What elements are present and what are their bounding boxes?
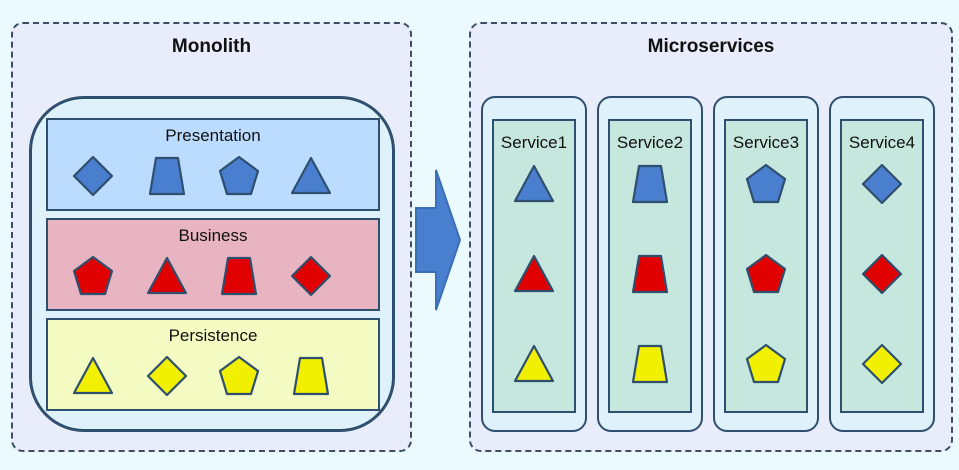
monolith-container: Presentation Business Persistence [29, 96, 395, 432]
pentagon-icon [745, 343, 787, 384]
trapezoid-icon [631, 254, 669, 294]
service4-label: Service4 [848, 133, 916, 152]
diamond-icon [861, 253, 903, 295]
pentagon-icon [72, 255, 114, 296]
persistence-layer: Persistence [46, 318, 380, 411]
pentagon-icon [218, 355, 260, 396]
trapezoid-icon [631, 344, 669, 384]
business-layer: Business [46, 218, 380, 311]
presentation-label: Presentation [165, 126, 261, 145]
triangle-icon [290, 156, 332, 195]
persistence-label: Persistence [168, 326, 258, 345]
service4-container: Service4 [829, 96, 935, 432]
microservices-panel: Microservices Service1 Service2 Service3… [469, 22, 953, 452]
diamond-icon [861, 163, 903, 205]
service1-box: Service1 [492, 119, 576, 413]
monolith-title: Monolith [171, 36, 252, 57]
microservices-title: Microservices [647, 36, 775, 57]
pentagon-icon [218, 155, 260, 196]
service4-box: Service4 [840, 119, 924, 413]
service1-container: Service1 [481, 96, 587, 432]
triangle-icon [513, 254, 555, 293]
triangle-icon [72, 356, 114, 395]
service3-label: Service3 [732, 133, 800, 152]
service3-box: Service3 [724, 119, 808, 413]
transition-arrow-icon [415, 169, 462, 311]
triangle-icon [513, 344, 555, 383]
diamond-icon [146, 355, 188, 397]
monolith-panel: Monolith Presentation Business Persisten… [11, 22, 412, 452]
trapezoid-icon [220, 256, 258, 296]
diamond-icon [290, 255, 332, 297]
pentagon-icon [745, 253, 787, 294]
trapezoid-icon [148, 156, 186, 196]
service1-label: Service1 [500, 133, 568, 152]
service2-container: Service2 [597, 96, 703, 432]
service2-box: Service2 [608, 119, 692, 413]
trapezoid-icon [292, 356, 330, 396]
diamond-icon [861, 343, 903, 385]
pentagon-icon [745, 163, 787, 204]
triangle-icon [146, 256, 188, 295]
trapezoid-icon [631, 164, 669, 204]
service3-container: Service3 [713, 96, 819, 432]
presentation-layer: Presentation [46, 118, 380, 211]
service2-label: Service2 [616, 133, 684, 152]
triangle-icon [513, 164, 555, 203]
diamond-icon [72, 155, 114, 197]
business-label: Business [178, 226, 248, 245]
